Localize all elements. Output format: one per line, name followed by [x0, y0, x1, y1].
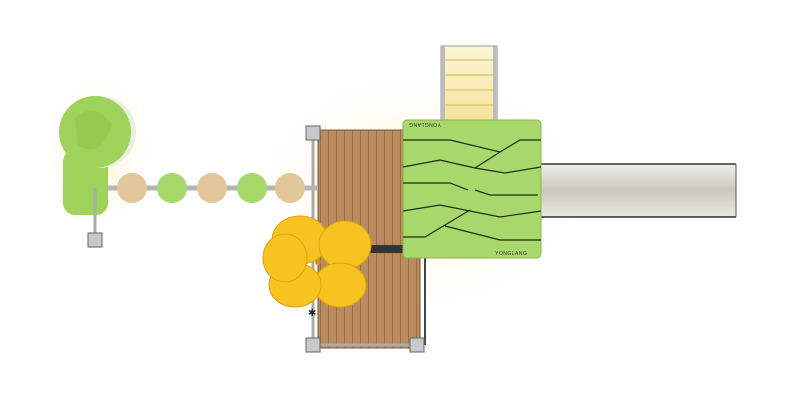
green-roof: YONGLANG YONGLANG — [402, 119, 542, 259]
bridge-balls — [117, 173, 305, 203]
flower-roof: ✱ — [262, 215, 372, 319]
green-paddle-panel — [59, 96, 136, 215]
paddle-post — [87, 232, 103, 248]
slide — [540, 163, 737, 218]
posts — [305, 125, 425, 353]
flower-icon: ✱ — [308, 308, 316, 319]
brand-text-bottom: YONGLANG — [495, 251, 527, 257]
brand-text-top: YONGLANG — [409, 121, 441, 127]
stairs — [440, 45, 498, 123]
